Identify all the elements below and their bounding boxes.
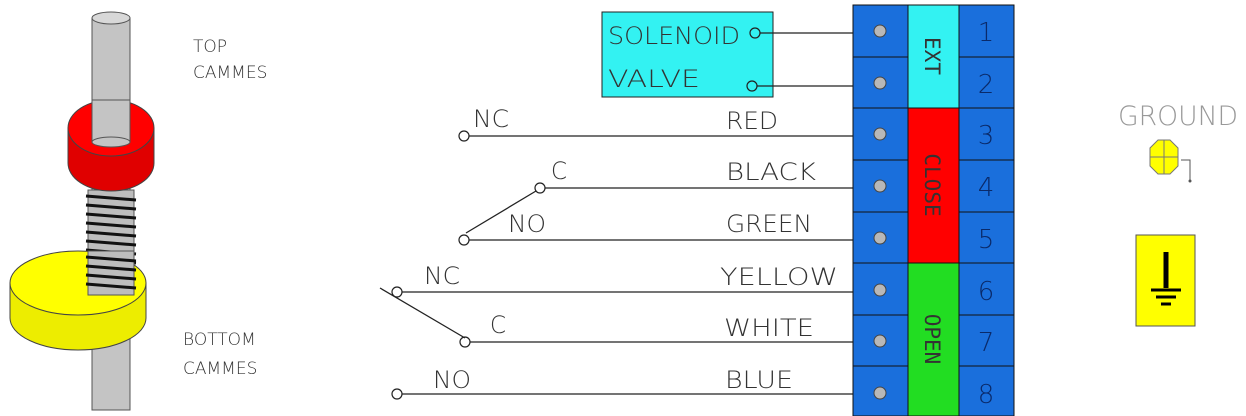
solenoid-valve: SOLENOID VALVE xyxy=(601,11,857,98)
wire-label-yellow: YELLOW xyxy=(720,263,838,291)
ground-screw-icon xyxy=(1149,139,1192,183)
limit-switch-wiring: NC RED C BLACK NO GREEN NC YELLOW C WHIT… xyxy=(379,105,857,400)
group-label-ext: EXT xyxy=(920,37,944,75)
bottom-cam-label-line1: BOTTOM xyxy=(183,330,256,350)
cam-assembly: TOP CAMMES BOTTOM CAMMES xyxy=(9,11,267,411)
terminal-number-8: 8 xyxy=(978,380,995,410)
terminal-number-6: 6 xyxy=(978,277,995,307)
wire-label-black: BLACK xyxy=(726,158,816,186)
screw-terminal-icon xyxy=(873,24,887,400)
terminal-number-7: 7 xyxy=(978,328,995,358)
solenoid-label-line1: SOLENOID xyxy=(608,22,740,50)
wire-label-red: RED xyxy=(726,107,778,135)
terminal-number-4: 4 xyxy=(978,173,995,203)
switch-label-c-top: C xyxy=(551,157,567,185)
switch-label-no-top: NO xyxy=(508,210,546,238)
terminal-number-column xyxy=(958,4,1015,416)
group-ext-band xyxy=(907,4,960,109)
top-cam-icon xyxy=(67,99,155,192)
switch-label-nc-top: NC xyxy=(473,105,509,133)
switch-label-nc-bottom: NC xyxy=(424,262,460,290)
screw-terminal-column xyxy=(852,4,909,416)
solenoid-label-line2: VALVE xyxy=(608,65,700,93)
solenoid-box xyxy=(601,11,774,98)
ground-label: GROUND xyxy=(1118,101,1238,132)
terminal-number-5: 5 xyxy=(978,225,995,255)
group-label-close: CLOSE xyxy=(920,153,944,216)
group-label-open: OPEN xyxy=(920,314,944,365)
ground-symbol-icon xyxy=(1135,234,1196,327)
solenoid-terminal-2-icon xyxy=(746,80,758,92)
bottom-cam-label-line2: CAMMES xyxy=(183,359,257,379)
top-cam-label-line1: TOP xyxy=(193,37,227,57)
switch-label-c-bottom: C xyxy=(490,311,506,339)
wire-label-blue: BLUE xyxy=(725,366,793,394)
wire-label-green: GREEN xyxy=(726,210,812,238)
group-open-band xyxy=(907,262,960,416)
terminal-number-2: 2 xyxy=(978,70,995,100)
switch-label-no-bottom: NO xyxy=(433,366,471,394)
terminal-number-1: 1 xyxy=(978,18,995,48)
ground-section: GROUND xyxy=(1118,101,1238,327)
top-cam-label-line2: CAMMES xyxy=(193,63,267,83)
wire-label-white: WHITE xyxy=(724,314,814,342)
bottom-cam-icon xyxy=(9,250,147,351)
terminal-block: EXT CLOSE OPEN 1 2 3 4 5 6 7 8 xyxy=(852,4,1015,416)
terminal-number-3: 3 xyxy=(978,121,995,151)
solenoid-terminal-1-icon xyxy=(749,27,761,39)
